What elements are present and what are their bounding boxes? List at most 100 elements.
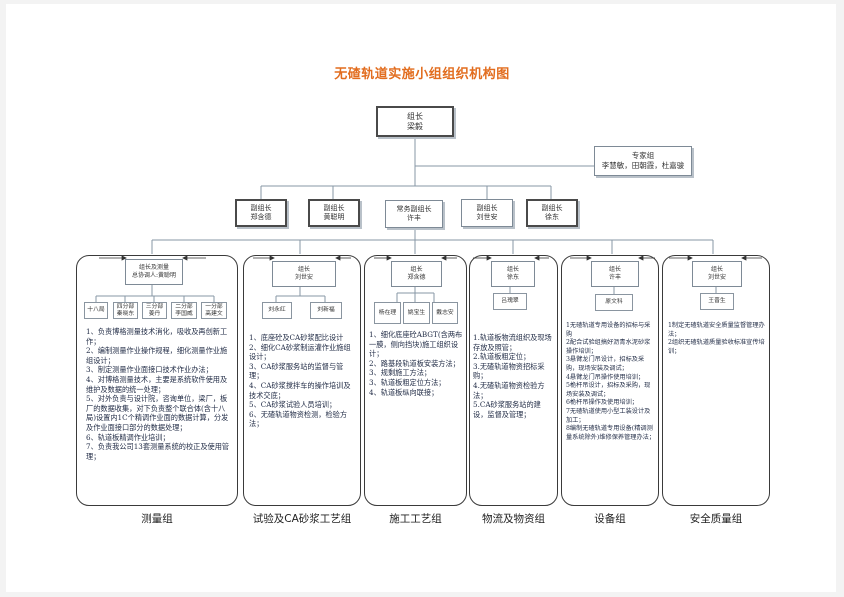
group-head-equipment: 组长 许丰	[591, 261, 639, 287]
duty-item: 4、轨道板纵向联接；	[369, 387, 439, 397]
duty-item: 5.CA砂浆服务站的建设，监督及管理；	[473, 400, 541, 419]
member-box: 二分部 李国威	[171, 302, 197, 319]
member-box: 刘新福	[310, 302, 342, 319]
duty-item: 6、无碴轨道物资检测，检验方法；	[249, 409, 348, 429]
group-column-construction	[364, 255, 467, 506]
duty-item: 2配合试验组搞好沥青水泥砂浆操作培训；	[566, 339, 651, 355]
duty-item: 8编制无碴轨道专用设备(精调测量系统除外)维修保养管理办法；	[566, 425, 656, 441]
group-head-line1: 组长	[410, 266, 423, 273]
member-box: 四分部 秦晓东	[113, 302, 138, 319]
duty-item: 4悬臂龙门吊操作使用培训；	[566, 373, 645, 381]
group-column-equipment	[561, 255, 659, 506]
group-column-survey	[76, 255, 238, 506]
member-box: 王晋生	[700, 293, 734, 310]
group-head-safety: 组长 刘世安	[692, 261, 742, 287]
deputy-role: 副组长	[476, 204, 498, 212]
expert-group-box: 专家组 李慧敏，田朝霞，杜嘉骏	[594, 146, 692, 176]
deputy-name: 黄聪明	[323, 213, 345, 221]
group-label-equipment: 设备组	[594, 513, 626, 525]
leader-role: 组长	[407, 111, 423, 121]
deputy-role: 副组长	[323, 204, 345, 212]
duties-list-equipment: 1无碴轨道专用设备的招标与采购 2配合试验组搞好沥青水泥砂浆操作培训； 3悬臂龙…	[566, 322, 656, 442]
duty-item: 2、编制测量作业操作规程，细化测量作业施组设计；	[86, 346, 228, 365]
group-head-line2: 郑含德	[407, 274, 426, 281]
duty-item: 3、CA砂浆服务站的监督与管理；	[249, 361, 344, 381]
duty-item: 6、轨道板精调作业培训；	[86, 432, 170, 442]
duties-list-safety: 1制定无碴轨道安全质量监督管理办法； 2组织无碴轨道质量验收标准宣传培训；	[668, 322, 766, 356]
member-box: 三分部 姜丹	[142, 302, 167, 319]
member-box: 一分部 高建文	[201, 302, 227, 319]
member-box: 十八局	[84, 302, 108, 319]
deputy-box-4: 副组长 刘世安	[461, 199, 513, 227]
member-box: 原文科	[595, 294, 633, 311]
duty-item: 2组织无碴轨道质量验收标准宣传培训；	[668, 339, 765, 355]
duties-list-lab-ca: 1、底座砼及CA砂浆配比设计 2、细化CA砂浆制运灌作业施组设计； 3、CA砂浆…	[249, 333, 357, 429]
duty-item: 4、对博格测量技术，主要是系统软件使用及维护及数据的统一处理；	[86, 374, 228, 394]
duty-item: 5、对外负责与设计院，咨询单位，梁厂，板厂的数据收集，对下负责整个联合体(含十八…	[86, 394, 229, 432]
duty-item: 1、底座砼及CA砂浆配比设计	[249, 333, 344, 342]
group-head-lab-ca: 组长 刘世安	[272, 261, 336, 287]
duty-item: 1.轨道板物流组织及现场存放及照管；	[473, 333, 552, 352]
group-head-logistics: 组长 徐东	[491, 261, 535, 287]
expert-names: 李慧敏，田朝霞，杜嘉骏	[601, 161, 685, 170]
duty-item: 7无碴轨道使用小型工装设计及加工；	[566, 407, 651, 424]
deputy-name: 徐东	[545, 213, 559, 221]
duty-item: 3.无碴轨道物资招标采购；	[473, 361, 545, 381]
deputy-box-2: 副组长 黄聪明	[308, 199, 360, 227]
deputy-box-5: 副组长 徐东	[526, 199, 578, 227]
member-box: 姚宝生	[403, 302, 430, 324]
group-label-construction: 施工工艺组	[389, 513, 442, 525]
duty-item: 1、细化底座砼ABGT(含两布一膜，侧向挡块)施工组织设计；	[369, 330, 463, 359]
group-column-logistics	[469, 255, 558, 506]
duty-item: 6桅杆吊操作及使用培训；	[566, 399, 638, 407]
group-head-line1: 组长	[297, 266, 310, 273]
deputy-role: 常务副组长	[396, 205, 432, 213]
group-head-line2: 总协调人:黄聪明	[131, 272, 177, 279]
group-head-line2: 徐东	[506, 274, 519, 281]
group-head-line1: 组长及测量	[138, 264, 169, 271]
group-label-lab-ca: 试验及CA砂浆工艺组	[252, 513, 352, 525]
group-column-lab-ca	[243, 255, 361, 506]
duties-list-survey: 1、负责博格测量技术消化，吸收及再创新工作； 2、编制测量作业操作规程，细化测量…	[86, 327, 232, 461]
duty-item: 7、负责我公司13套测量系统的校正及使用管理；	[86, 442, 230, 461]
group-label-survey: 测量组	[141, 513, 173, 525]
group-head-line1: 组长	[710, 266, 723, 273]
member-box: 刘永红	[262, 302, 292, 319]
group-column-safety	[662, 255, 770, 506]
deputy-name: 许丰	[407, 214, 421, 222]
deputy-role: 副组长	[250, 204, 272, 212]
duties-list-construction: 1、细化底座砼ABGT(含两布一膜，侧向挡块)施工组织设计； 2、路基段轨道板安…	[369, 330, 463, 397]
leader-box: 组长 梁毅	[376, 106, 454, 137]
duty-item: 3、轨道板粗定位方法；	[369, 377, 446, 387]
duty-item: 3悬臂龙门吊设计，招标及采购，现场安装及调试；	[566, 356, 645, 372]
deputy-name: 刘世安	[476, 213, 498, 221]
member-box: 杨在理	[374, 302, 401, 324]
deputy-role: 副组长	[541, 204, 563, 212]
group-head-line1: 组长	[608, 266, 621, 273]
deputy-box-1: 副组长 郑含德	[235, 199, 287, 227]
diagram-title: 无碴轨道实施小组组织机构图	[334, 67, 510, 82]
duty-item: 2、细化CA砂浆制运灌作业施组设计；	[249, 342, 351, 362]
group-head-survey: 组长及测量 总协调人:黄聪明	[125, 259, 183, 285]
deputy-name: 郑含德	[250, 213, 272, 221]
member-box: 吕瑰翠	[493, 293, 527, 310]
group-head-line2: 刘世安	[294, 274, 313, 281]
expert-role: 专家组	[631, 151, 655, 160]
deputy-box-3: 常务副组长 许丰	[385, 200, 443, 228]
group-head-line2: 刘世安	[707, 274, 726, 281]
page-background	[6, 4, 836, 592]
group-label-logistics: 物流及物资组	[482, 513, 545, 525]
duty-item: 2、路基段轨道板安装方法；	[369, 358, 460, 368]
group-head-line1: 组长	[506, 266, 519, 273]
duty-item: 4、CA砂浆搅拌车的操作培训及技术交底；	[249, 380, 351, 400]
duty-item: 3、制定测量作业面接口技术作业办法；	[86, 365, 213, 375]
group-label-safety: 安全质量组	[689, 513, 743, 525]
duties-list-logistics: 1.轨道板物流组织及现场存放及照管； 2.轨道板粗定位； 3.无碴轨道物资招标采…	[473, 333, 555, 419]
leader-name: 梁毅	[407, 121, 423, 131]
group-head-construction: 组长 郑含德	[391, 261, 442, 287]
duty-item: 3、规剩施工方法；	[369, 368, 432, 378]
duty-item: 5桅杆吊设计，招标及采购，现场安装及调试；	[566, 382, 651, 398]
duty-item: 4.无碴轨道物资检验方法；	[473, 380, 545, 400]
duty-item: 1无碴轨道专用设备的招标与采购	[566, 322, 651, 338]
member-box: 戴志安	[432, 302, 458, 324]
